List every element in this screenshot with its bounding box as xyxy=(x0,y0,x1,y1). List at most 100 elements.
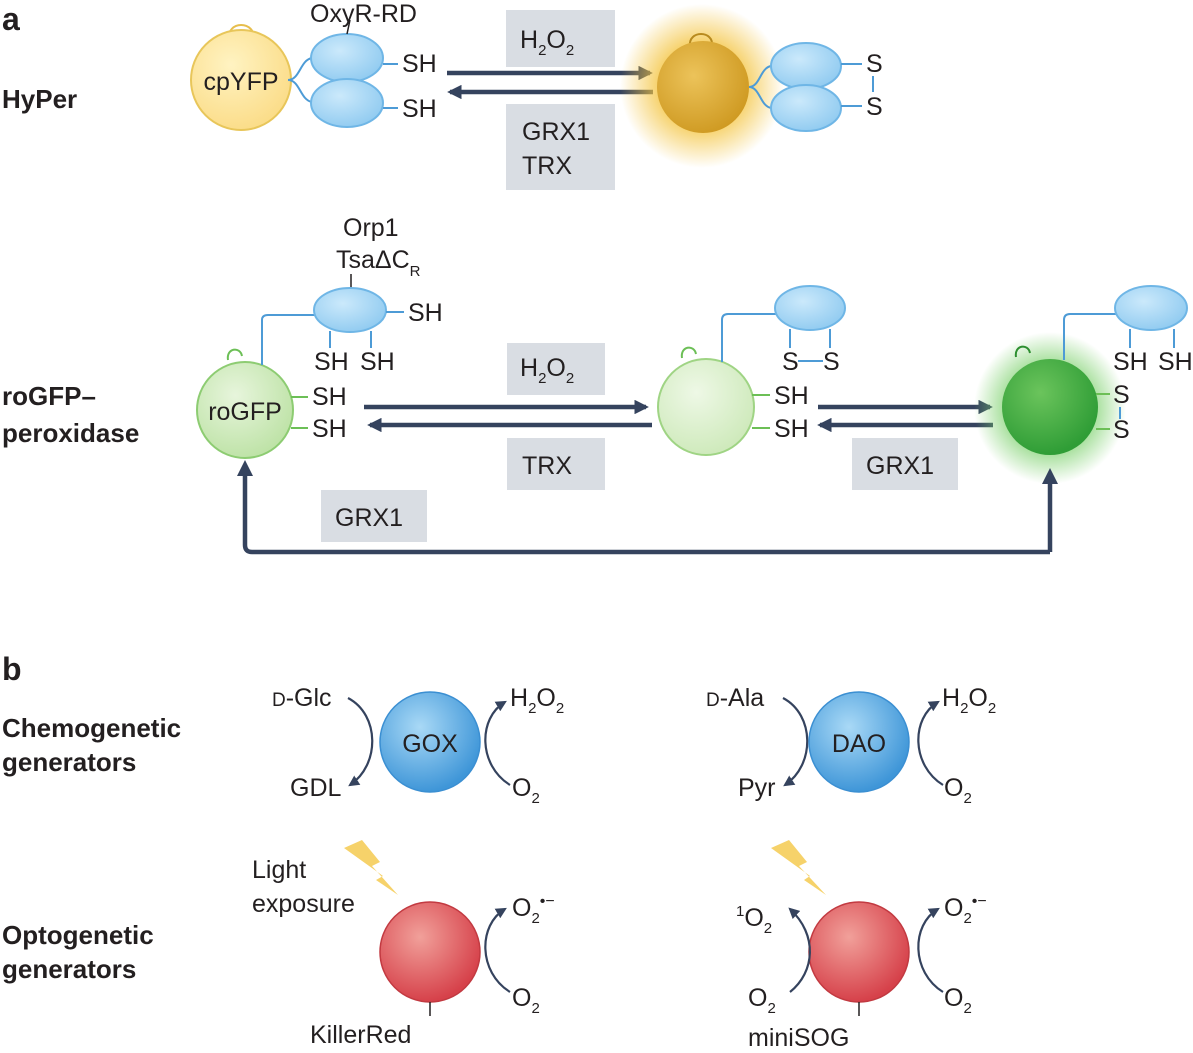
light-label-2: exposure xyxy=(252,890,355,918)
gox-output: H2O2 xyxy=(510,684,564,717)
minisog-left-arrow xyxy=(788,907,811,993)
dao-enzyme xyxy=(808,691,910,793)
px2-s-b: S xyxy=(823,348,840,376)
step2-reverse-label: GRX1 xyxy=(866,452,934,480)
gox-enzyme xyxy=(379,691,481,793)
rogfp3-s-2: S xyxy=(1113,416,1130,444)
lightning-icon-1 xyxy=(344,840,398,895)
px2-s-a: S xyxy=(782,348,799,376)
px1-sh-b: SH xyxy=(360,348,395,376)
grx1-loop-head-right xyxy=(1042,468,1058,484)
oxyr-ox-top xyxy=(770,42,842,90)
rogfp-title-2: peroxidase xyxy=(2,418,139,448)
panel-b-label: b xyxy=(2,651,22,687)
gox-oxidant: O2 xyxy=(512,774,540,807)
gox-right-arrow xyxy=(484,700,511,786)
hyper-sh-2: SH xyxy=(402,95,437,123)
dao-output: H2O2 xyxy=(942,684,996,717)
step1-forward-box xyxy=(507,343,605,395)
tsa-label-sub: R xyxy=(410,263,421,280)
step2-reverse-box xyxy=(852,438,958,490)
killerred-name: KillerRed xyxy=(310,1021,411,1049)
minisog-singlet: 1O2 xyxy=(736,903,772,937)
loop-label: GRX1 xyxy=(335,504,403,532)
minisog-right-arrow xyxy=(917,907,944,993)
px3-sh-b: SH xyxy=(1158,348,1193,376)
killerred-output: O2•− xyxy=(512,893,555,927)
rogfp1-sh-2: SH xyxy=(312,415,347,443)
rogfp-oxidized xyxy=(1002,345,1098,455)
rogfp3-s-1: S xyxy=(1113,381,1130,409)
step1-reverse-label: TRX xyxy=(522,452,572,480)
rogfp2-sh-2: SH xyxy=(774,415,809,443)
hyper-linker xyxy=(287,57,313,103)
opto-title-2: generators xyxy=(2,954,136,984)
hyper-sh-1: SH xyxy=(402,50,437,78)
hyper-reverse-1: GRX1 xyxy=(522,118,590,146)
opto-title-1: Optogenetic xyxy=(2,920,154,950)
gox-substrate: D-Glc xyxy=(272,684,332,712)
panel-a-label: a xyxy=(2,1,20,37)
cpyfp-oxidized xyxy=(657,33,749,133)
step1-reverse-box xyxy=(507,438,605,490)
grx1-loop-head-left xyxy=(237,460,253,476)
grx1-loop-line xyxy=(242,468,1053,555)
oxyr-ox-bottom xyxy=(770,84,842,132)
peroxidase-2 xyxy=(774,285,846,331)
hyper-reverse-box xyxy=(506,104,615,190)
lightning-icon-2 xyxy=(771,840,826,895)
gox-product: GDL xyxy=(290,774,342,802)
minisog-input-left: O2 xyxy=(748,984,776,1017)
minisog-output: O2•− xyxy=(944,893,987,927)
killerred-protein xyxy=(379,901,481,1003)
dao-right-arrow xyxy=(917,700,944,786)
light-label-1: Light xyxy=(252,856,306,884)
rogfp2-sh-1: SH xyxy=(774,382,809,410)
cpyfp-label: cpYFP xyxy=(203,68,278,96)
dao-substrate: D-Ala xyxy=(706,684,764,712)
oxyr-domain-top xyxy=(310,33,384,83)
dao-oxidant: O2 xyxy=(944,774,972,807)
px1-sh-right: SH xyxy=(408,299,443,327)
oxyr-label: OxyR-RD xyxy=(310,0,417,28)
cpyfp-reduced: cpYFP xyxy=(190,24,292,131)
px3-sh-a: SH xyxy=(1113,348,1148,376)
hyper-s-2: S xyxy=(866,93,883,121)
rogfp-title-1: roGFP– xyxy=(2,381,96,411)
hyper-forward-box xyxy=(506,10,615,67)
step1-forward-label: H2O2 xyxy=(520,354,574,387)
dao-left-arrow xyxy=(782,697,809,787)
tsa-label-main: TsaΔC xyxy=(336,246,410,274)
peroxidase-3 xyxy=(1114,285,1188,331)
gox-left-arrow xyxy=(347,697,374,787)
chemo-title-1: Chemogenetic xyxy=(2,713,181,743)
tsa-label: TsaΔCR xyxy=(336,246,421,280)
rogfp-intermediate xyxy=(657,346,755,456)
rogfp-label: roGFP xyxy=(208,398,282,426)
killerred-input: O2 xyxy=(512,984,540,1017)
hyper-linker-ox xyxy=(748,65,772,109)
minisog-protein xyxy=(808,901,910,1003)
oxyr-domain-bottom xyxy=(310,78,384,128)
orp1-label: Orp1 xyxy=(343,214,399,242)
minisog-input-right: O2 xyxy=(944,984,972,1017)
minisog-name: miniSOG xyxy=(748,1024,849,1052)
hyper-title: HyPer xyxy=(2,84,77,114)
dao-label: DAO xyxy=(832,730,886,758)
oxyr-pointer xyxy=(346,19,351,35)
rogfp-linker-3 xyxy=(1063,313,1118,360)
rogfp-linker-2 xyxy=(721,313,776,362)
killerred-arrow xyxy=(484,907,511,993)
rogfp-linker-1 xyxy=(261,314,316,365)
gox-label: GOX xyxy=(402,730,458,758)
loop-box xyxy=(321,490,427,542)
hyper-forward-label: H2O2 xyxy=(520,26,574,59)
rogfp-reduced: roGFP xyxy=(196,348,294,459)
peroxidase-1 xyxy=(313,287,387,333)
dao-product: Pyr xyxy=(738,774,776,802)
hyper-s-1: S xyxy=(866,50,883,78)
px1-sh-a: SH xyxy=(314,348,349,376)
chemo-title-2: generators xyxy=(2,747,136,777)
hyper-reverse-2: TRX xyxy=(522,152,572,180)
